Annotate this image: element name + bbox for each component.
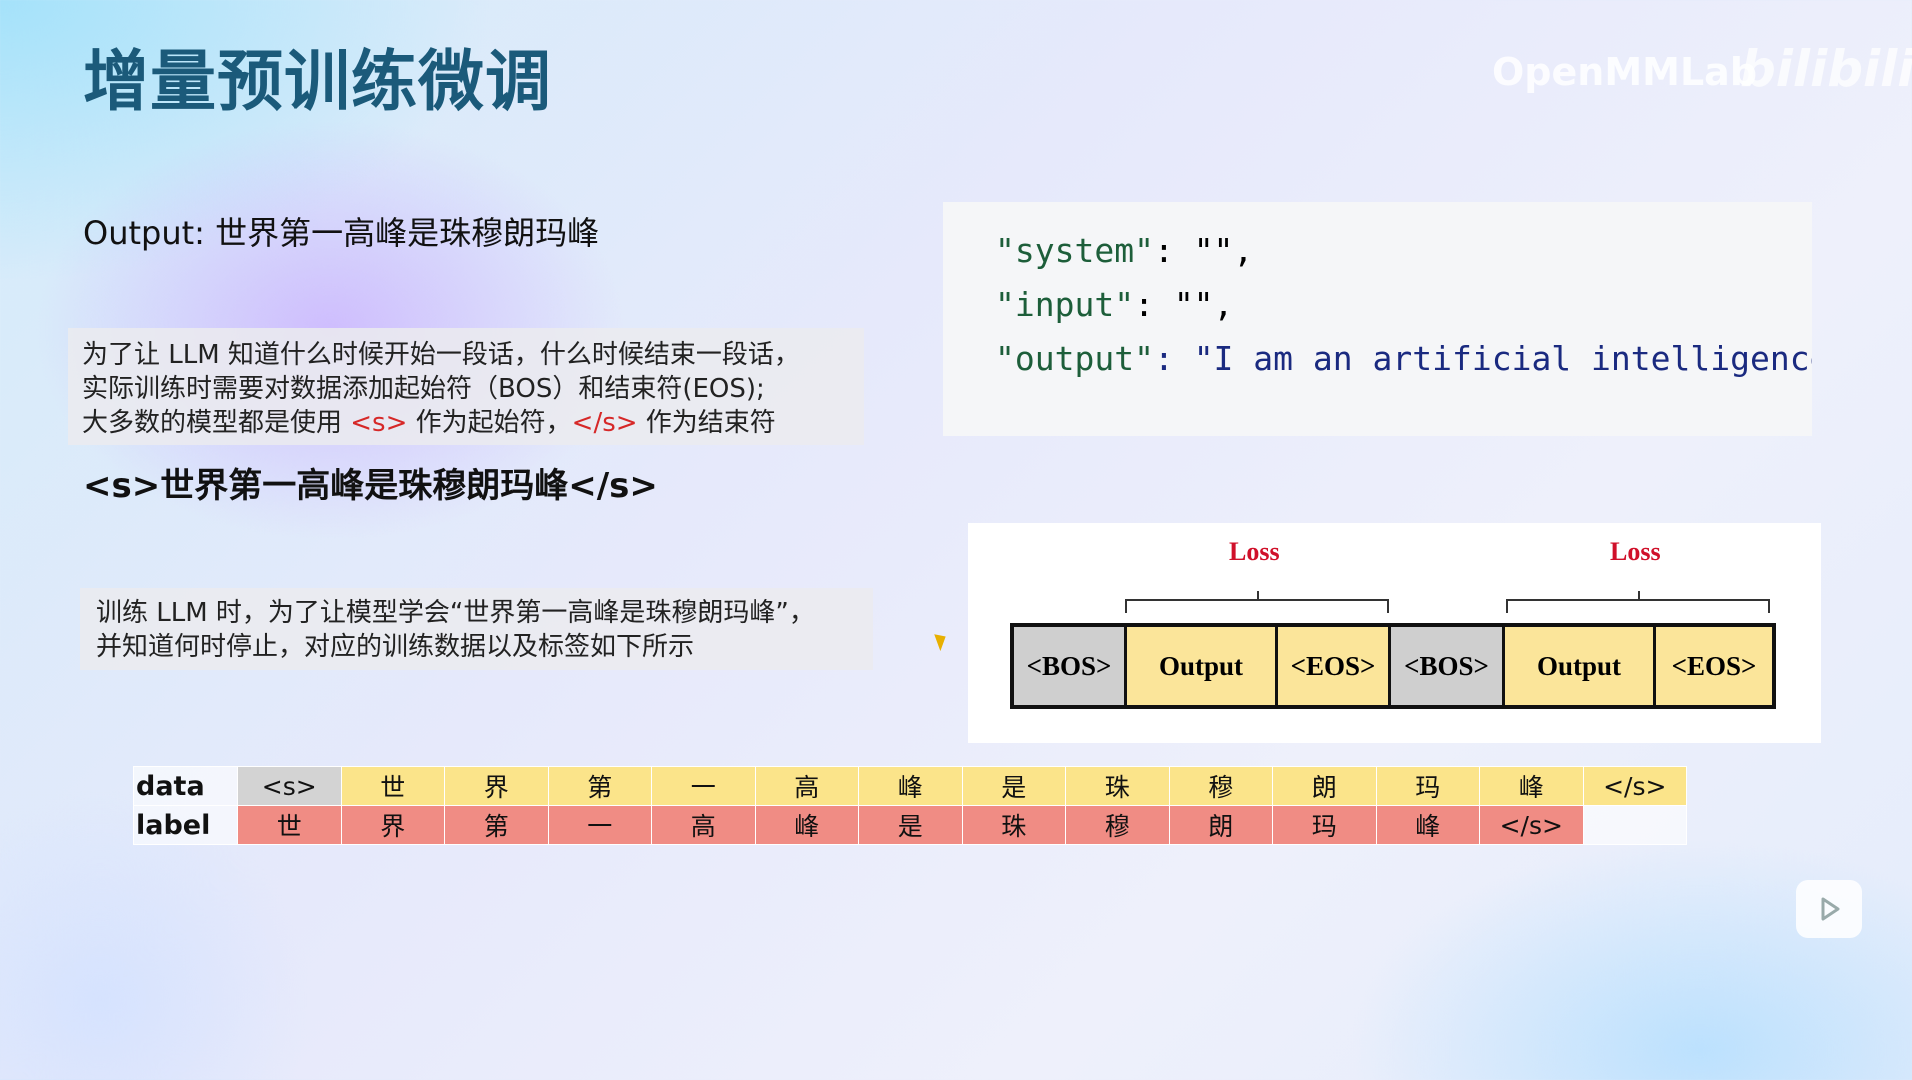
bos-token: <s> (350, 408, 408, 438)
json-code-block: "system": "", "input": "", "output": "I … (943, 202, 1812, 436)
bilibili-logo: bilibili (1740, 40, 1912, 98)
data-cell: <s> (237, 766, 342, 806)
key: "system" (995, 231, 1154, 270)
data-cell: 玛 (1375, 766, 1480, 806)
label-cell: 峰 (754, 805, 859, 845)
code-line-system: "system": "", (995, 224, 1760, 278)
label-cell: </s> (1479, 805, 1584, 845)
text: 作为结束符 (637, 408, 776, 438)
loss-diagram: Loss Loss <BOS> Output <EOS> <BOS> Outpu… (968, 523, 1821, 743)
eos-cell: <EOS> (1656, 627, 1772, 705)
data-cell: </s> (1582, 766, 1687, 806)
note-training: 训练 LLM 时，为了让模型学会“世界第一高峰是珠穆朗玛峰”， 并知道何时停止，… (80, 588, 873, 670)
label-cell: 世 (237, 805, 342, 845)
label-cell: 界 (340, 805, 445, 845)
text: 大多数的模型都是使用 (82, 408, 351, 438)
text: 作为起始符， (407, 408, 572, 438)
play-button[interactable] (1796, 880, 1862, 938)
row-header: data (133, 766, 238, 806)
token-bar: <BOS> Output <EOS> <BOS> Output <EOS> (1010, 623, 1776, 709)
label-cell: 第 (444, 805, 549, 845)
eos-token: </s> (571, 408, 638, 438)
label-cell: 珠 (961, 805, 1066, 845)
note-line: 大多数的模型都是使用 <s> 作为起始符，</s> 作为结束符 (82, 406, 850, 440)
data-cell: 朗 (1272, 766, 1377, 806)
note-line: 训练 LLM 时，为了让模型学会“世界第一高峰是珠穆朗玛峰”， (96, 598, 815, 628)
label-cell: 高 (651, 805, 756, 845)
loss-label: Loss (1229, 537, 1280, 566)
table-row-data: data<s>世界第一高峰是珠穆朗玛峰</s> (133, 766, 1687, 806)
label-cell: 朗 (1168, 805, 1273, 845)
data-cell: 是 (961, 766, 1066, 806)
label-cell: 玛 (1272, 805, 1377, 845)
label-cell: 是 (858, 805, 963, 845)
data-cell: 峰 (858, 766, 963, 806)
note-line: 为了让 LLM 知道什么时候开始一段话，什么时候结束一段话， (82, 340, 800, 370)
slide-title: 增量预训练微调 (83, 43, 552, 120)
data-cell: 界 (444, 766, 549, 806)
bos-cell: <BOS> (1014, 627, 1127, 705)
data-cell: 穆 (1168, 766, 1273, 806)
key: "input" (995, 285, 1135, 324)
eos-cell: <EOS> (1278, 627, 1391, 705)
code-line-input: "input": "", (995, 278, 1760, 332)
label-cell: 峰 (1375, 805, 1480, 845)
data-cell: 世 (340, 766, 445, 806)
note-line: 并知道何时停止，对应的训练数据以及标签如下所示 (96, 632, 695, 662)
play-icon (1821, 897, 1840, 921)
bos-cell: <BOS> (1391, 627, 1505, 705)
mouse-cursor-icon (934, 630, 950, 652)
loss-brace (1125, 591, 1389, 613)
output-line: Output: 世界第一高峰是珠穆朗玛峰 (83, 214, 600, 252)
data-cell: 第 (547, 766, 652, 806)
note-bos-eos: 为了让 LLM 知道什么时候开始一段话，什么时候结束一段话， 实际训练时需要对数… (68, 328, 864, 445)
value: : "", (1153, 231, 1254, 270)
data-cell: 一 (651, 766, 756, 806)
data-cell: 珠 (1065, 766, 1170, 806)
value: : "", (1134, 285, 1234, 324)
row-header: label (133, 805, 238, 845)
label-cell: 一 (547, 805, 652, 845)
watermark: OpenMMLab (1492, 50, 1758, 94)
label-cell (1582, 805, 1687, 845)
data-cell: 高 (754, 766, 859, 806)
value: : "I am an artificial intelligence (1153, 339, 1812, 378)
output-cell: Output (1505, 627, 1656, 705)
key: "output" (995, 339, 1154, 378)
code-line-output: "output": "I am an artificial intelligen… (995, 332, 1812, 386)
data-cell: 峰 (1479, 766, 1584, 806)
token-sequence: <s>世界第一高峰是珠穆朗玛峰</s> (83, 466, 658, 506)
note-line: 实际训练时需要对数据添加起始符（BOS）和结束符(EOS); (82, 374, 765, 404)
label-cell: 穆 (1065, 805, 1170, 845)
loss-brace (1506, 591, 1770, 613)
output-cell: Output (1127, 627, 1278, 705)
loss-label: Loss (1610, 537, 1661, 566)
